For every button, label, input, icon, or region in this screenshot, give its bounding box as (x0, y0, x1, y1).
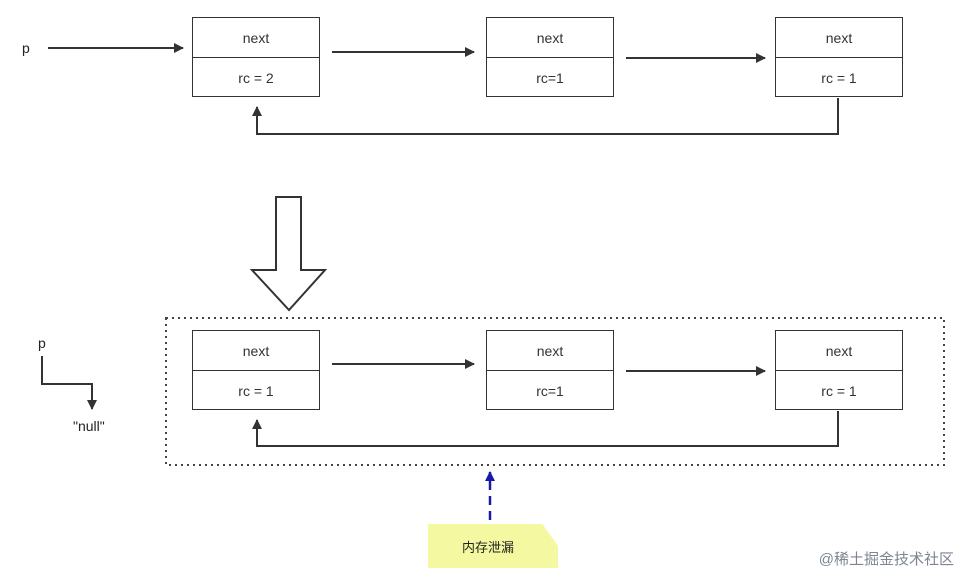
refcount-field: rc = 1 (821, 69, 857, 86)
next-field: next (487, 331, 613, 371)
next-field: next (487, 18, 613, 58)
bottom-node-3: next rc = 1 (775, 330, 903, 410)
top-node-3: next rc = 1 (775, 17, 903, 97)
leaked-region-outline (165, 317, 945, 466)
cycle-back-arrow (252, 411, 839, 447)
next-field: next (193, 331, 319, 371)
top-node-1: next rc = 2 (192, 17, 320, 97)
refcount-field: rc = 1 (238, 382, 274, 399)
pointer-p-to-null-arrow (41, 356, 97, 410)
memory-leak-label: 内存泄漏 (462, 539, 515, 555)
bottom-node-1: next rc = 1 (192, 330, 320, 410)
top-node-2: next rc=1 (486, 17, 614, 97)
watermark: @稀土掘金技术社区 (818, 551, 954, 568)
pointer-p-label: p (22, 40, 30, 56)
cycle-back-arrow (252, 98, 839, 135)
refcount-field: rc = 1 (821, 382, 857, 399)
refcount-field: rc=1 (536, 69, 564, 86)
next-field: next (776, 331, 902, 371)
pointer-p-label: p (38, 335, 46, 351)
bottom-node-2: next rc=1 (486, 330, 614, 410)
next-field: next (776, 18, 902, 58)
null-label: "null" (73, 418, 105, 434)
next-field: next (193, 18, 319, 58)
memory-leak-note: 内存泄漏 (428, 524, 558, 568)
transition-down-arrow (249, 196, 328, 312)
refcount-field: rc=1 (536, 382, 564, 399)
refcount-field: rc = 2 (238, 69, 274, 86)
